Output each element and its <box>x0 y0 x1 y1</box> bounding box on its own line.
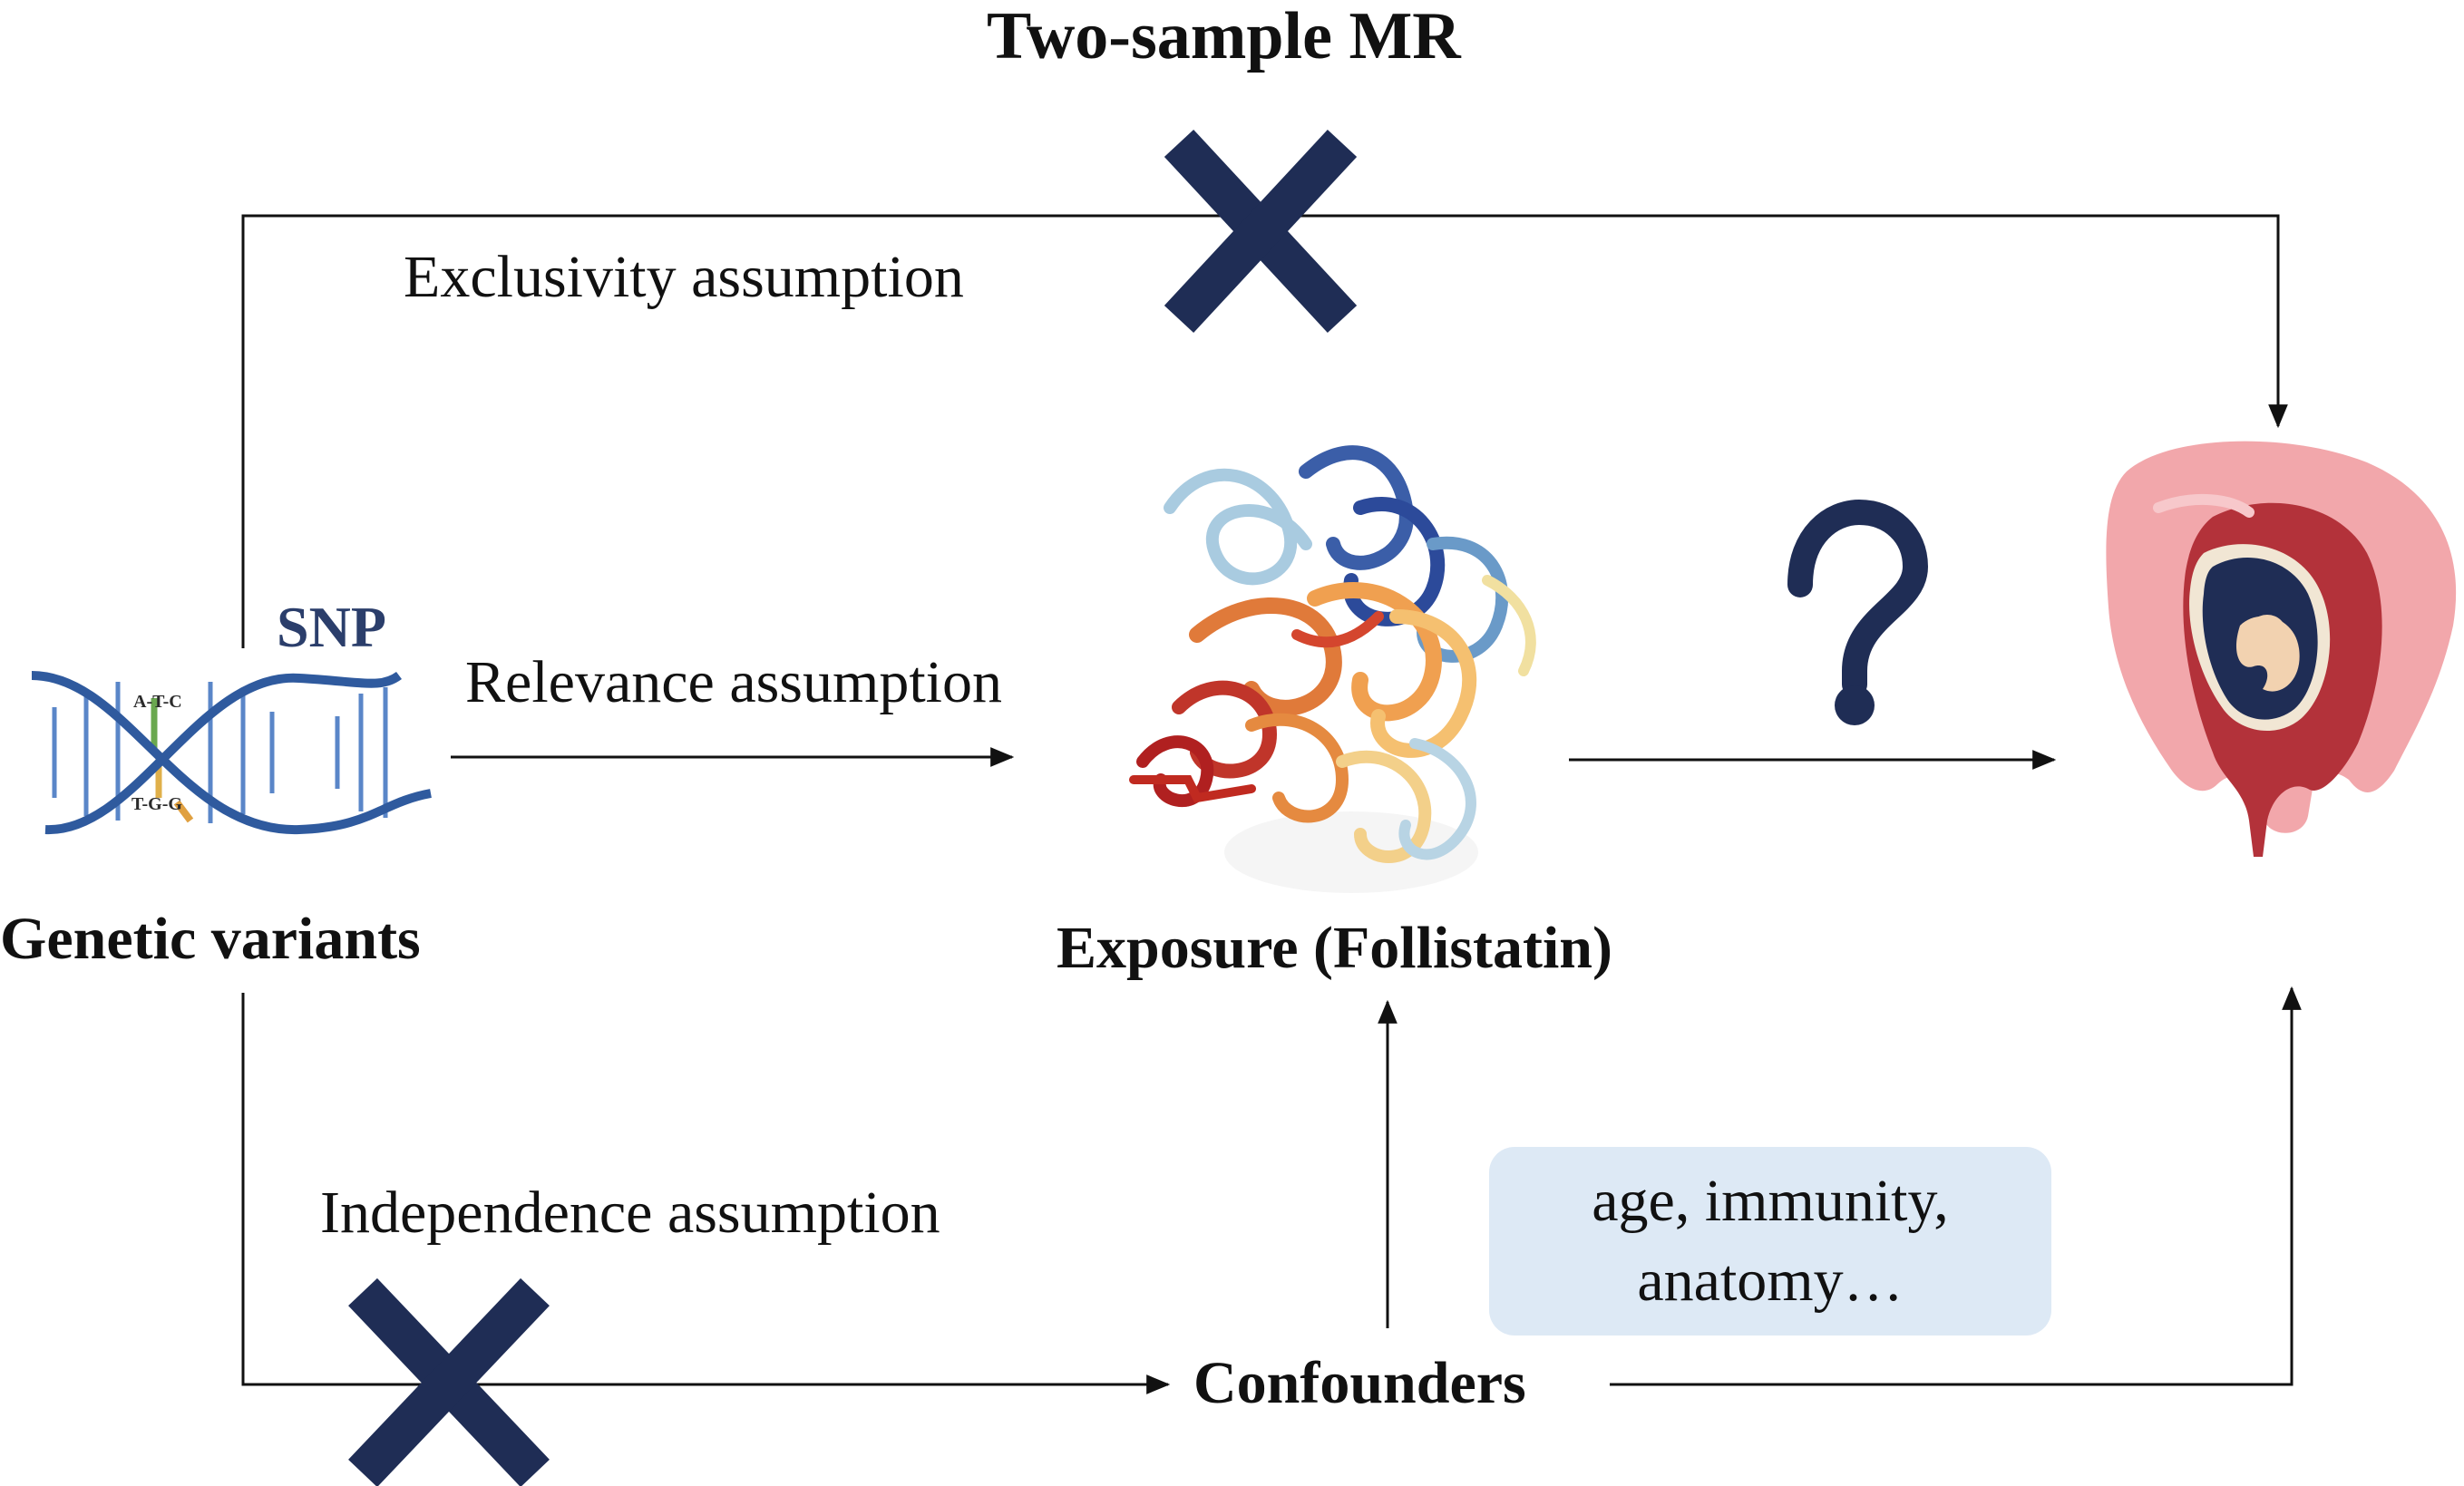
uterus-fetus-icon <box>2106 441 2457 857</box>
dna-base-pair-top: A-T-C <box>133 692 182 712</box>
relevance-assumption-label: Relevance assumption <box>465 649 1003 715</box>
genetic-variants-label: Genetic variants <box>0 906 421 972</box>
protein-structure-icon <box>1129 445 1536 893</box>
confounders-outcome-path <box>1610 986 2302 1386</box>
exclusivity-assumption-label: Exclusivity assumption <box>404 244 964 310</box>
dna-icon <box>31 671 432 835</box>
diagram-title: Two-sample MR <box>987 0 1461 73</box>
independence-assumption-label: Independence assumption <box>320 1180 940 1246</box>
confounder-examples-box: age, immunity, anatomy… <box>1489 1147 2051 1335</box>
confounder-examples-line2: anatomy… <box>1637 1248 1904 1314</box>
dna-base-pair-bottom: T-G-G <box>131 794 182 814</box>
snp-label: SNP <box>277 595 386 659</box>
independence-path <box>241 993 1171 1394</box>
cross-icon <box>1164 130 1358 333</box>
exposure-label: Exposure (Follistatin) <box>1057 915 1612 981</box>
cross-icon <box>348 1277 550 1486</box>
question-mark-icon <box>1787 499 1929 725</box>
confounder-examples-line1: age, immunity, <box>1592 1168 1949 1234</box>
confounders-label: Confounders <box>1193 1350 1526 1416</box>
